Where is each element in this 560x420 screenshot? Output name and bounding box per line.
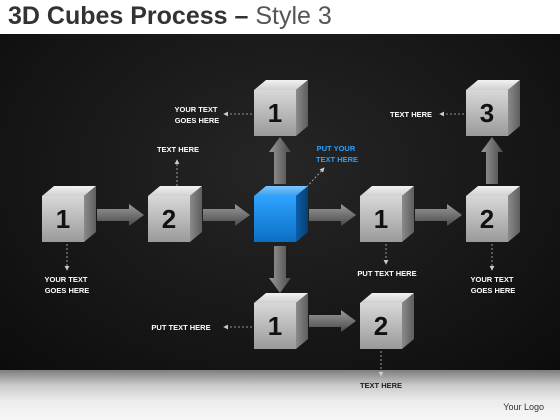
label-right1-line1: PUT TEXT HERE: [357, 269, 416, 278]
cube-side-face: [296, 186, 308, 242]
label-right2: YOUR TEXT GOES HERE: [470, 275, 515, 295]
label-center-line1: PUT YOUR: [317, 144, 356, 153]
cube-front-face: [42, 196, 84, 242]
label-right1: PUT TEXT HERE: [357, 269, 416, 278]
cube-top-face: [254, 80, 308, 90]
label-left2: TEXT HERE: [157, 145, 199, 154]
cube-number: 1: [374, 204, 388, 234]
cube-front-face: [148, 196, 190, 242]
arrow-bottom1-to-bottom2: [309, 310, 356, 332]
cube-top-face: [466, 80, 520, 90]
cube-top-face: [42, 186, 96, 196]
arrow-center-to-top1: [269, 137, 291, 184]
cube-top-1: 1: [254, 80, 308, 136]
arrow-left2-to-center: [203, 204, 250, 226]
cube-side-face: [190, 186, 202, 242]
title-subtitle: Style 3: [255, 2, 332, 30]
title-main: 3D Cubes Process: [8, 2, 228, 30]
cube-side-face: [508, 186, 520, 242]
cube-side-face: [296, 293, 308, 349]
label-top1-line1: YOUR TEXT: [174, 105, 217, 114]
label-right3-line1: TEXT HERE: [390, 110, 432, 119]
cube-number: 3: [480, 98, 494, 128]
cube-front-face: [254, 196, 296, 242]
cube-front-face: [254, 303, 296, 349]
cube-number: 1: [268, 311, 282, 341]
label-bottom2-line1: TEXT HERE: [360, 381, 402, 390]
reflective-floor: [0, 370, 560, 420]
label-left2-line1: TEXT HERE: [157, 145, 199, 154]
cube-side-face: [402, 293, 414, 349]
cube-center-blue: [254, 186, 308, 242]
cube-right-3: 3: [466, 80, 520, 136]
cube-number: 1: [268, 98, 282, 128]
cube-top-face: [360, 293, 414, 303]
cube-right-1: 1: [360, 186, 414, 242]
label-right2-line1: YOUR TEXT: [470, 275, 513, 284]
cube-front-face: [254, 90, 296, 136]
cube-bottom-2: 2: [360, 293, 414, 349]
label-bottom2: TEXT HERE: [360, 381, 402, 390]
arrow-right1-to-right2: [415, 204, 462, 226]
cube-front-face: [466, 196, 508, 242]
cube-front-face: [466, 90, 508, 136]
cube-side-face: [402, 186, 414, 242]
cube-left-1: 1: [42, 186, 96, 242]
flow-arrows: [97, 137, 503, 332]
cube-number: 2: [374, 311, 388, 341]
cube-bottom-1: 1: [254, 293, 308, 349]
label-bottom1-line1: PUT TEXT HERE: [151, 323, 210, 332]
label-center: PUT YOUR TEXT HERE: [316, 144, 358, 164]
label-center-line2: TEXT HERE: [316, 155, 358, 164]
label-top1-line2: GOES HERE: [175, 116, 220, 125]
cube-side-face: [84, 186, 96, 242]
cube-front-face: [360, 196, 402, 242]
cube-left-2: 2: [148, 186, 202, 242]
label-right3: TEXT HERE: [390, 110, 432, 119]
cube-number: 1: [56, 204, 70, 234]
cube-top-face: [254, 293, 308, 303]
callout-labels: YOUR TEXT GOES HERE TEXT HERE PUT YOUR T…: [44, 105, 515, 390]
arrow-center-to-right1: [309, 204, 356, 226]
footer-logo-text: Your Logo: [503, 402, 544, 412]
cube-number: 2: [162, 204, 176, 234]
cube-side-face: [296, 80, 308, 136]
cube-side-face: [508, 80, 520, 136]
title-dash: –: [227, 2, 256, 30]
cube-top-face: [466, 186, 520, 196]
arrow-left1-to-left2: [97, 204, 144, 226]
label-right2-line2: GOES HERE: [471, 286, 516, 295]
arrow-right2-to-right3: [481, 137, 503, 184]
cube-top-face: [360, 186, 414, 196]
label-left1-line1: YOUR TEXT: [44, 275, 87, 284]
arrow-center-to-bottom1: [269, 246, 291, 293]
slide-title: 3D Cubes Process – Style 3: [8, 2, 332, 31]
label-left1-line2: GOES HERE: [45, 286, 90, 295]
label-top1: YOUR TEXT GOES HERE: [174, 105, 219, 125]
cube-top-face: [254, 186, 308, 196]
cube-number: 2: [480, 204, 494, 234]
cube-front-face: [360, 303, 402, 349]
cube-top-face: [148, 186, 202, 196]
label-bottom1: PUT TEXT HERE: [151, 323, 210, 332]
cube-right-2: 2: [466, 186, 520, 242]
label-left1: YOUR TEXT GOES HERE: [44, 275, 89, 295]
